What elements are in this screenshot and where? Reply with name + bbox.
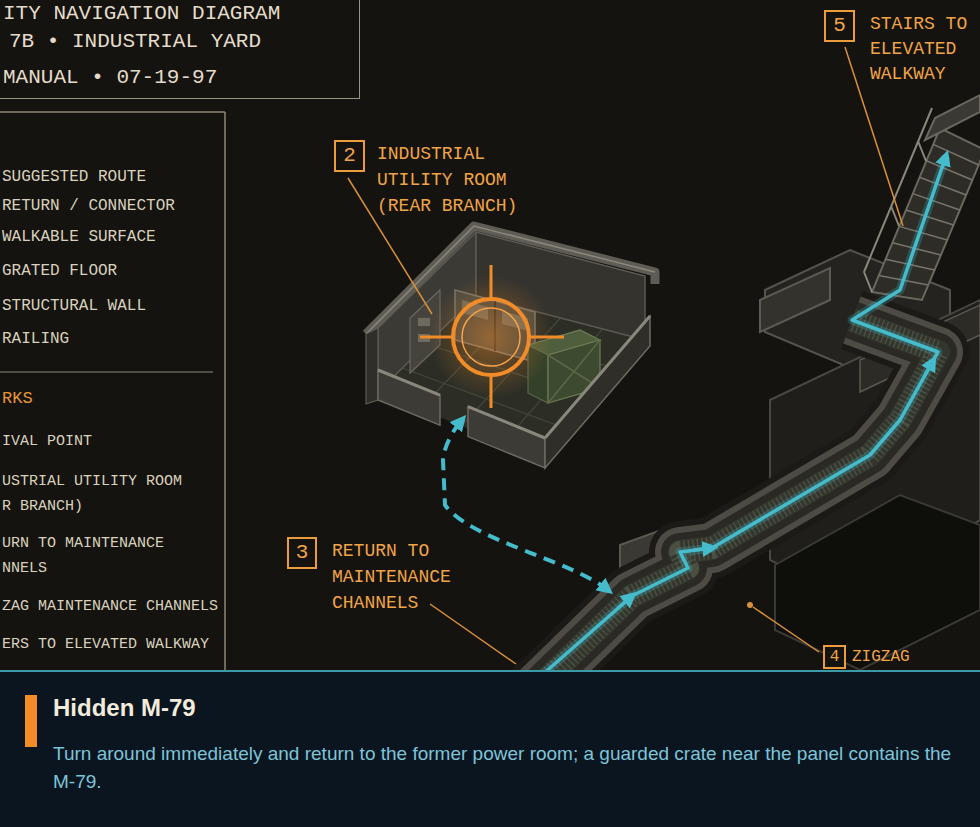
callout-number: 2: [343, 144, 356, 168]
callout-number: 5: [833, 14, 846, 38]
accent-bar: [25, 695, 37, 747]
note-body: Turn around immediately and return to th…: [53, 740, 958, 796]
legend-label: WALKABLE SURFACE: [2, 227, 156, 247]
maintenance-channel: [525, 320, 938, 700]
note-panel: Hidden M-79Turn around immediately and r…: [0, 670, 980, 827]
target-crosshair: [420, 265, 564, 408]
legend-entry: GRATED FLOOR: [2, 261, 117, 281]
landmark-item: USTRIAL UTILITY ROOM R BRANCH): [2, 469, 192, 519]
callout-box: 5: [824, 10, 855, 42]
callout-number: 3: [296, 541, 309, 565]
legend-label: RAILING: [2, 329, 69, 349]
area-label: INDUSTRIAL UTILITY ROOM (REAR BRANCH): [377, 141, 527, 219]
section-heading: RKS: [2, 388, 33, 410]
leader-dot: [747, 602, 753, 608]
subtitle-text: 7B • INDUSTRIAL YARD: [9, 29, 261, 55]
utility-room: [366, 226, 655, 468]
manual-date: MANUAL • 07-19-97: [3, 65, 217, 91]
legend-label: GRATED FLOOR: [2, 261, 117, 281]
title-box: ITY NAVIGATION DIAGRAM7B • INDUSTRIAL YA…: [0, 0, 360, 99]
legend-frame: [0, 112, 225, 672]
legend-label: RETURN / CONNECTOR: [2, 196, 175, 216]
area-label: RETURN TO MAINTENANCE CHANNELS: [332, 538, 462, 616]
landmark-item: IVAL POINT: [2, 431, 92, 453]
stairs: [864, 95, 980, 300]
landmark-item: ZAG MAINTENANCE CHANNELS: [2, 596, 218, 618]
landmark-item: ERS TO ELEVATED WALKWAY: [2, 634, 209, 656]
legend-label: STRUCTURAL WALL: [2, 296, 146, 316]
suggested-route: [525, 156, 946, 690]
note-heading: Hidden M-79: [53, 693, 196, 723]
callout-box: 4: [823, 645, 846, 669]
callout-box: 2: [334, 140, 365, 172]
legend-entry: RAILING: [2, 329, 69, 349]
legend-entry: RETURN / CONNECTOR: [2, 196, 175, 216]
callout-box: 3: [287, 537, 317, 569]
legend-entry: STRUCTURAL WALL: [2, 296, 146, 316]
landmark-item: URN TO MAINTENANCE NNELS: [2, 531, 192, 581]
legend-entry: SUGGESTED ROUTE: [2, 167, 146, 187]
area-label: STAIRS TO ELEVATED WALKWAY: [870, 12, 980, 87]
legend-entry: WALKABLE SURFACE: [2, 227, 156, 247]
callout-number: 4: [830, 648, 840, 666]
title-text: ITY NAVIGATION DIAGRAM: [3, 1, 280, 27]
return-connector: [443, 420, 608, 590]
legend-label: SUGGESTED ROUTE: [2, 167, 146, 187]
area-label: ZIGZAG: [852, 647, 910, 667]
